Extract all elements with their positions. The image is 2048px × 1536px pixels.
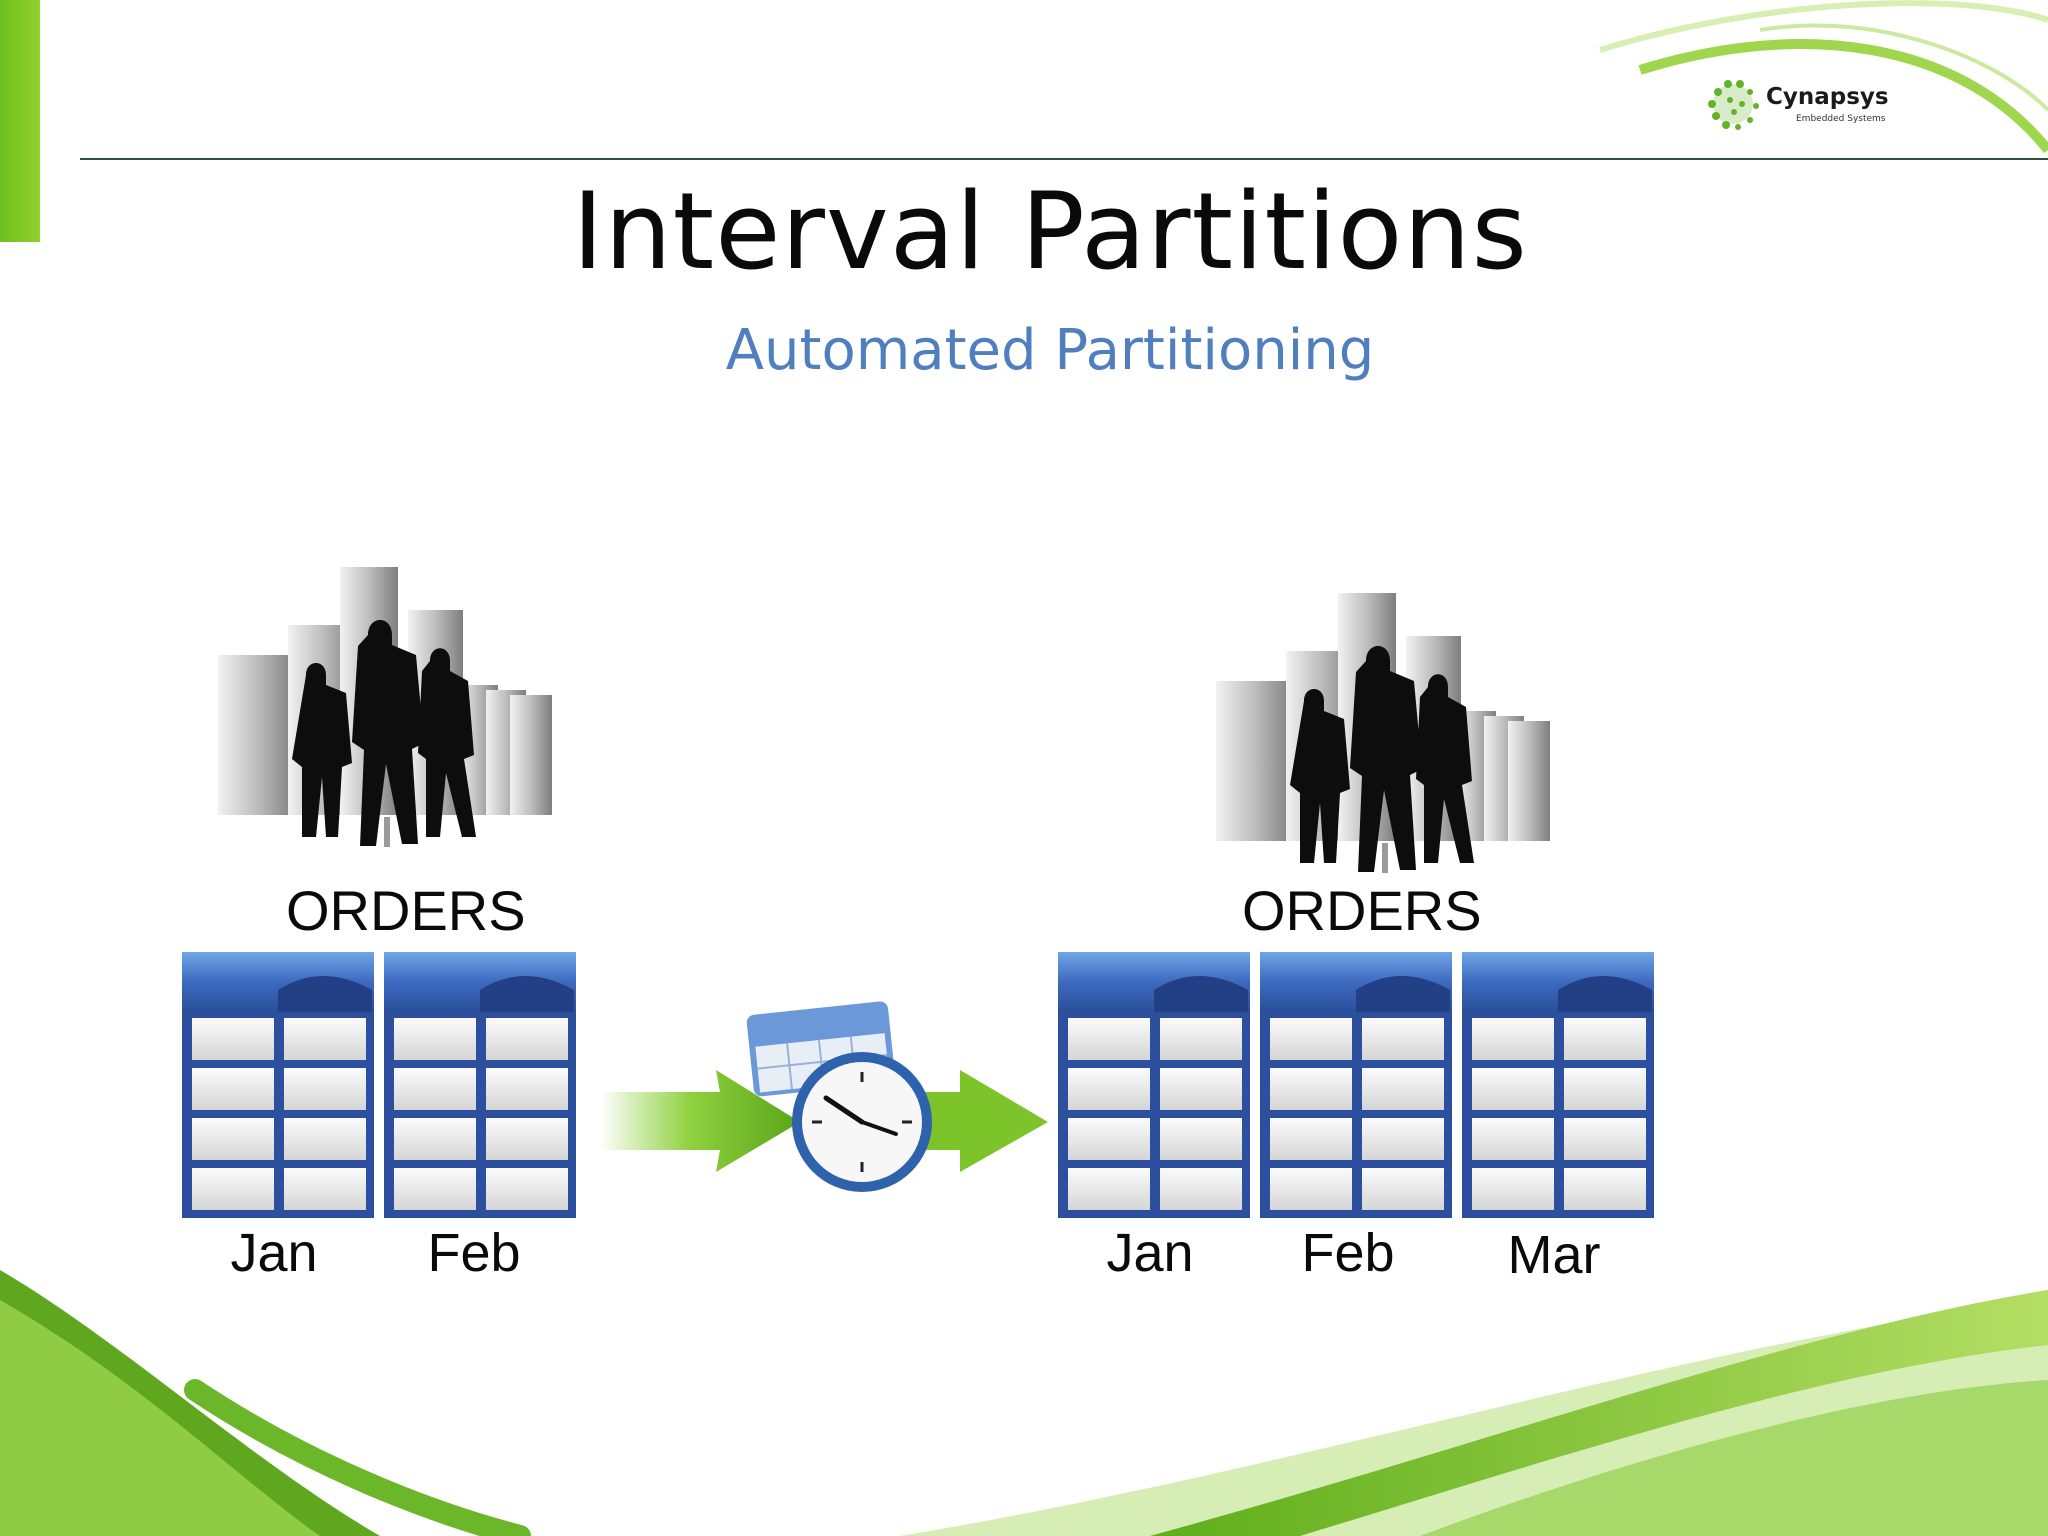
partition-label: Jan bbox=[230, 1223, 318, 1283]
business-group-icon bbox=[1216, 593, 1550, 873]
right-arrow-icon bbox=[600, 1070, 800, 1172]
partition-label: Feb bbox=[1301, 1223, 1395, 1283]
partition-table-icon bbox=[1260, 952, 1452, 1218]
company-logo: Cynapsys Embedded Systems bbox=[1700, 74, 1900, 138]
top-right-swoosh bbox=[1599, 0, 2048, 154]
partition-group-before bbox=[182, 952, 576, 1218]
partition-table-icon bbox=[1058, 952, 1250, 1218]
bottom-swoosh bbox=[0, 1270, 2048, 1536]
right-arrow-icon bbox=[920, 1070, 1048, 1172]
partition-group-after bbox=[1058, 952, 1654, 1218]
side-accent-bar bbox=[0, 0, 40, 242]
table-label-after: ORDERS bbox=[1242, 879, 1482, 942]
logo-mark bbox=[1708, 80, 1759, 130]
slide-subtitle: Automated Partitioning bbox=[725, 318, 1375, 383]
slide-title: Interval Partitions bbox=[572, 170, 1528, 293]
partition-table-icon bbox=[1462, 952, 1654, 1218]
logo-name: Cynapsys bbox=[1766, 84, 1889, 110]
partition-label: Jan bbox=[1106, 1223, 1194, 1283]
calendar-clock-icon bbox=[746, 1001, 932, 1192]
header-divider bbox=[80, 158, 2048, 160]
partition-table-icon bbox=[182, 952, 374, 1218]
table-label-before: ORDERS bbox=[286, 879, 526, 942]
partition-label: Mar bbox=[1507, 1225, 1601, 1285]
partition-label: Feb bbox=[427, 1223, 521, 1283]
partition-table-icon bbox=[384, 952, 576, 1218]
business-group-icon bbox=[218, 567, 552, 847]
logo-tagline: Embedded Systems bbox=[1796, 114, 1886, 124]
